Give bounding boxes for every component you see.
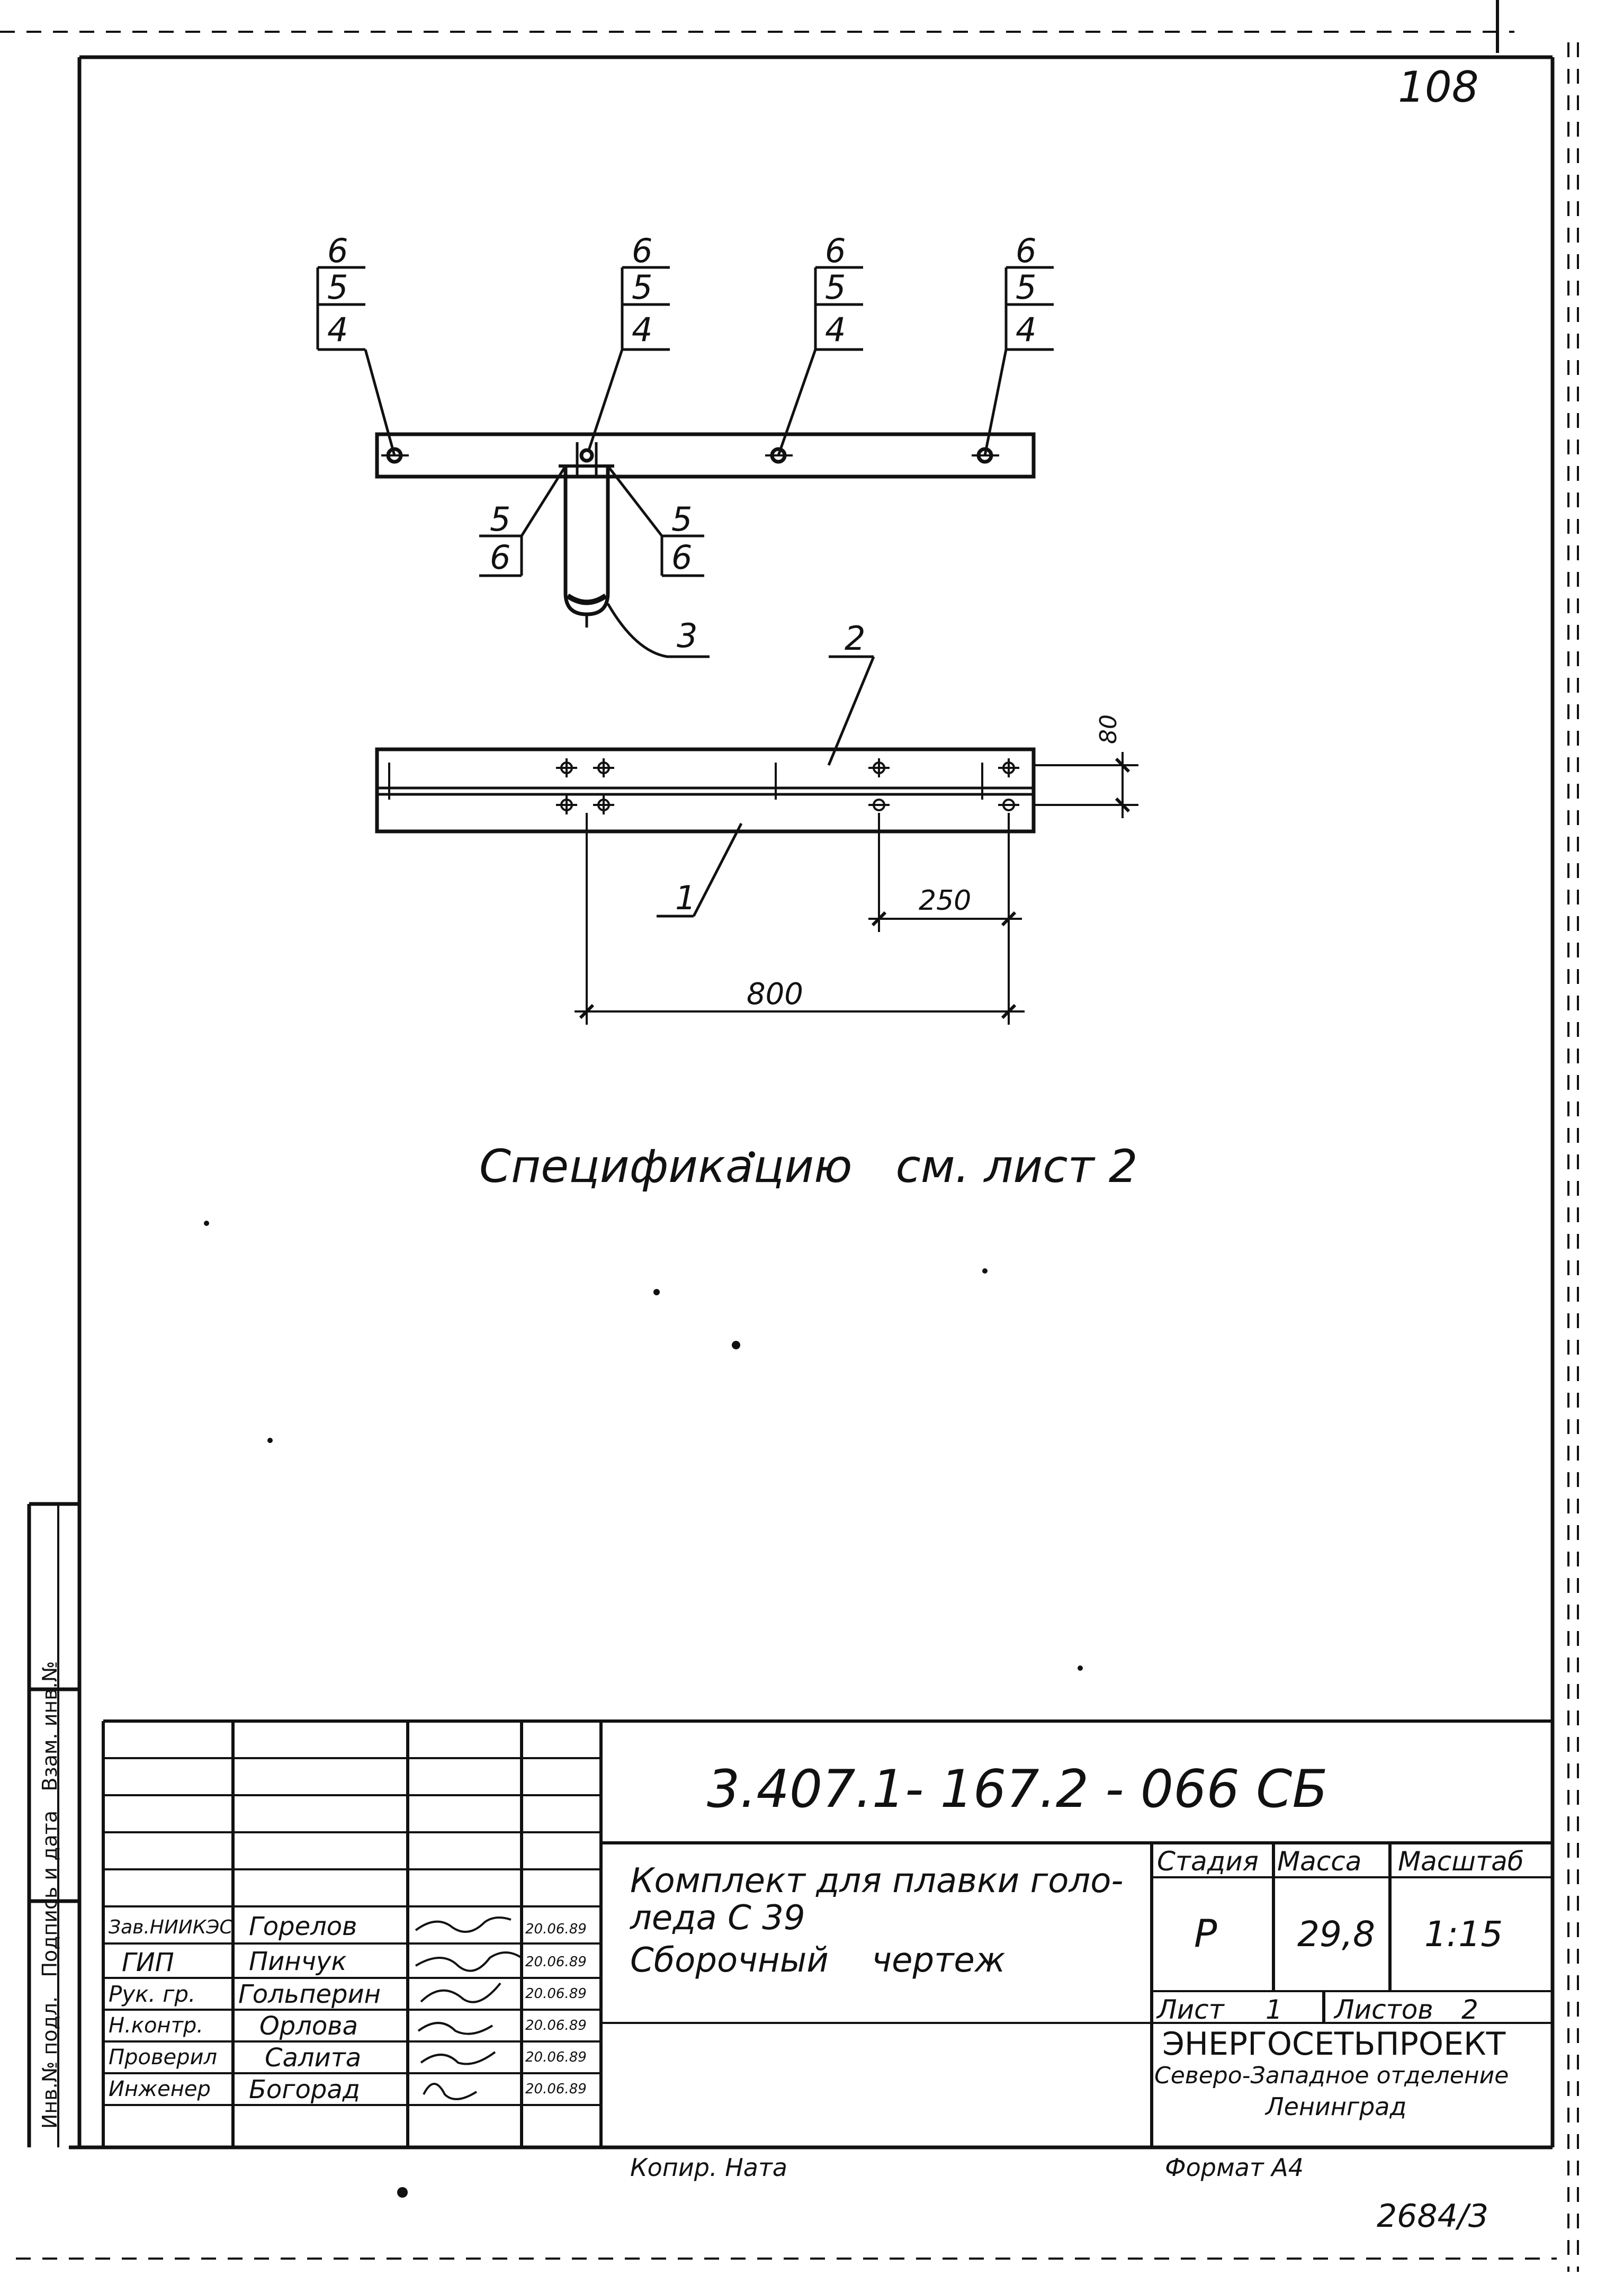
- leader-label-5: 5: [671, 500, 693, 539]
- copied-by: Копир. Ната: [630, 2153, 787, 2182]
- signature-name: Горелов: [249, 1912, 357, 1941]
- archive-number: 2684/3: [1377, 2198, 1489, 2235]
- leader-label-6: 6: [490, 538, 511, 577]
- scan-specks: [204, 1151, 1083, 2198]
- organization-city: Ленинград: [1266, 2092, 1407, 2121]
- leader-label-5: 5: [632, 268, 653, 307]
- sheet-frame: [27, 55, 1555, 2149]
- sheet-label: Лист: [1157, 1994, 1224, 2025]
- part-number-1: 1: [675, 879, 696, 917]
- leader-label-6: 6: [327, 231, 348, 270]
- signature-date: 20.06.89: [525, 2081, 587, 2097]
- leader-label-4: 4: [327, 310, 348, 349]
- organization-name: ЭНЕРГОСЕТЬПРОЕКТ: [1162, 2026, 1506, 2063]
- mass-value: 29,8: [1297, 1914, 1375, 1955]
- leader-label-5: 5: [825, 268, 846, 307]
- signature-name: Гольперин: [238, 1979, 381, 2009]
- signature-role: ГИП: [122, 1948, 174, 1977]
- sheet-value: 1: [1266, 1994, 1282, 2025]
- dimension-800: 800: [747, 977, 803, 1011]
- signature-date: 20.06.89: [525, 1921, 587, 1937]
- plate-bottom-view: [375, 747, 1036, 834]
- leader-label-4: 4: [632, 310, 653, 349]
- signature-role: Инженер: [109, 2077, 211, 2101]
- mass-header: Масса: [1277, 1846, 1362, 1877]
- sheets-label: Листов: [1334, 1994, 1433, 2025]
- leader-label-5: 5: [490, 500, 511, 539]
- leader-label-5: 5: [327, 268, 348, 307]
- product-title-line-3: Сборочный чертеж: [630, 1941, 1006, 1980]
- stage-header: Стадия: [1157, 1846, 1259, 1877]
- dimension-80: 80: [1095, 714, 1122, 744]
- signature-role: Рук. гр.: [109, 1981, 196, 2007]
- margin-stamp: Инв.№ подл. Подпись и дата Взам. инв.№: [38, 1661, 61, 2129]
- scale-value: 1:15: [1424, 1914, 1503, 1955]
- signature-name: Орлова: [259, 2011, 358, 2041]
- leader-label-4: 4: [825, 310, 846, 349]
- signature-date: 20.06.89: [525, 1986, 587, 2002]
- part-number-2: 2: [845, 619, 866, 658]
- product-title-line-1: Комплект для плавки голо-: [630, 1861, 1124, 1901]
- leader-label-4: 4: [1016, 310, 1037, 349]
- leader-label-6: 6: [632, 231, 653, 270]
- sheets-value: 2: [1461, 1994, 1478, 2025]
- leader-lines: [316, 266, 1054, 658]
- signature-role: Н.контр.: [109, 2013, 203, 2038]
- title-block-grid: [102, 1719, 1553, 2147]
- drawing-code: 3.407.1- 167.2 - 066 СБ: [707, 1759, 1328, 1820]
- part-number-3: 3: [677, 616, 698, 655]
- sheet-number: 108: [1398, 62, 1479, 112]
- specification-note: Спецификацию см. лист 2: [479, 1140, 1138, 1193]
- outer-dashed-border: [0, 31, 1579, 2272]
- leader-label-6: 6: [1016, 231, 1037, 270]
- dimension-250: 250: [919, 885, 972, 917]
- dimension-lines: [575, 655, 1138, 1025]
- signature-date: 20.06.89: [525, 1954, 587, 1970]
- product-title-line-2: леда С 39: [630, 1898, 805, 1938]
- signature-date: 20.06.89: [525, 2018, 587, 2034]
- signature-marks: [415, 1916, 523, 2100]
- bottom-hole-marks: [388, 758, 1019, 814]
- leader-label-6: 6: [671, 538, 693, 577]
- scale-header: Масштаб: [1398, 1846, 1524, 1877]
- signature-name: Пинчук: [249, 1947, 347, 1976]
- paper-format: Формат А4: [1165, 2153, 1304, 2182]
- signature-name: Богорад: [249, 2075, 360, 2104]
- organization-branch: Северо-Западное отделение: [1154, 2062, 1509, 2089]
- signature-date: 20.06.89: [525, 2049, 587, 2065]
- signature-role: Зав.НИИКЭС: [109, 1916, 233, 1938]
- stage-value: Р: [1194, 1911, 1217, 1956]
- plate-top-view: [375, 432, 1036, 479]
- signature-role: Проверил: [109, 2045, 218, 2070]
- leader-label-5: 5: [1016, 268, 1037, 307]
- signature-name: Салита: [265, 2043, 362, 2073]
- leader-label-6: 6: [825, 231, 846, 270]
- clamp-cylinder: [559, 442, 614, 628]
